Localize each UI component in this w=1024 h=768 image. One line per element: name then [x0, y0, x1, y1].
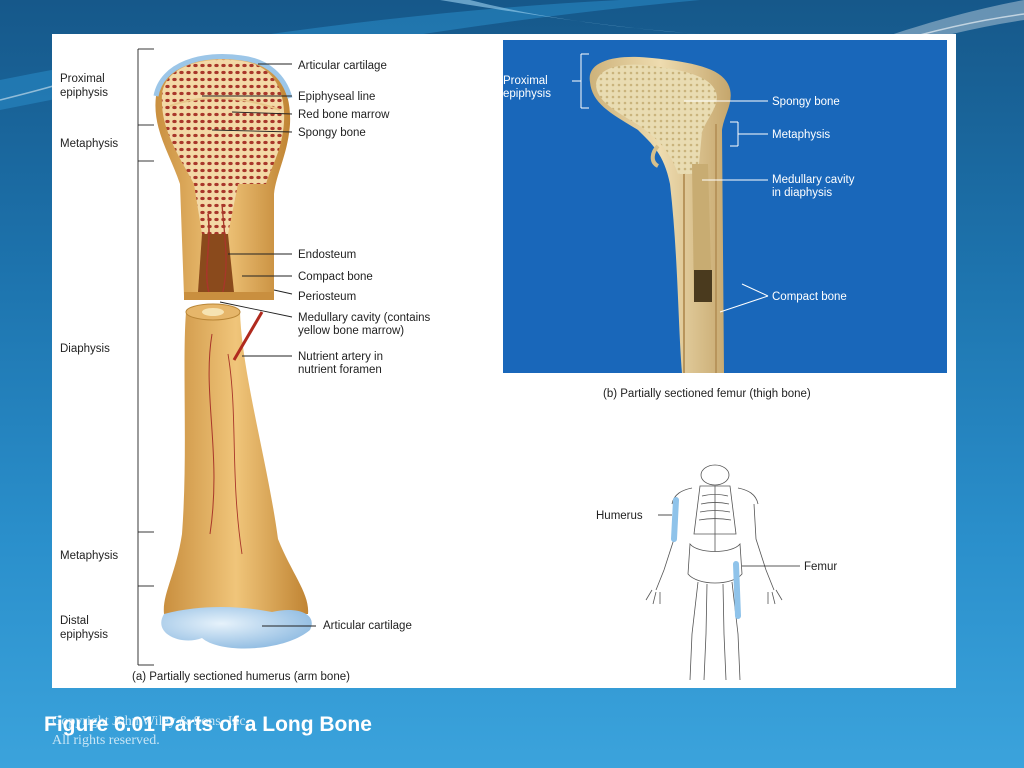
svg-text:epiphysis: epiphysis: [60, 87, 108, 99]
svg-text:Compact bone: Compact bone: [298, 271, 373, 283]
label-articular-cartilage-bottom: Articular cartilage: [323, 620, 412, 632]
figure-panel: Proximal epiphysis Metaphysis Diaphysis …: [52, 34, 956, 688]
copyright-line-2: All rights reserved.: [52, 733, 160, 748]
svg-text:(b) Partially sectioned femur: (b) Partially sectioned femur (thigh bon…: [603, 388, 811, 400]
svg-text:Metaphysis: Metaphysis: [60, 138, 118, 150]
label-compact-bone: Compact bone: [298, 271, 373, 283]
humerus-upper-section: [153, 54, 293, 300]
panel-a-leader-lines: [202, 63, 316, 627]
svg-text:Endosteum: Endosteum: [298, 249, 356, 261]
skeleton-inset: [645, 464, 800, 681]
label-endosteum: Endosteum: [298, 249, 356, 261]
label-medullary-cavity-2: yellow bone marrow): [298, 325, 404, 337]
svg-text:Distal: Distal: [60, 615, 89, 627]
svg-text:Compact bone: Compact bone: [772, 291, 847, 303]
svg-text:(a) Partially sectioned humeru: (a) Partially sectioned humerus (arm bon…: [132, 671, 350, 683]
label-femur-proximal-epiphysis-2: epiphysis: [503, 88, 551, 100]
svg-text:Proximal: Proximal: [503, 75, 548, 87]
label-red-bone-marrow: Red bone marrow: [298, 109, 390, 121]
region-bracket: [137, 48, 154, 666]
long-bone-figure: Proximal epiphysis Metaphysis Diaphysis …: [60, 40, 947, 683]
svg-text:Metaphysis: Metaphysis: [60, 550, 118, 562]
svg-text:Medullary cavity: Medullary cavity: [772, 174, 855, 186]
label-femur-medullary-cavity: Medullary cavity: [772, 174, 855, 186]
label-spongy-bone: Spongy bone: [298, 127, 366, 139]
label-proximal-epiphysis: Proximal: [60, 73, 105, 85]
femur-metaphysis-bracket: [730, 121, 768, 147]
label-femur-proximal-epiphysis: Proximal: [503, 75, 548, 87]
label-metaphysis-upper: Metaphysis: [60, 138, 118, 150]
label-femur-metaphysis: Metaphysis: [772, 129, 830, 141]
svg-text:Medullary cavity (contains: Medullary cavity (contains: [298, 312, 431, 324]
label-periosteum: Periosteum: [298, 291, 356, 303]
label-distal-epiphysis-2: epiphysis: [60, 629, 108, 641]
label-humerus: Humerus: [596, 510, 643, 522]
femur-photo: Proximal epiphysis Spongy bone Metaphysi…: [503, 40, 947, 373]
label-femur: Femur: [804, 561, 837, 573]
label-nutrient-artery: Nutrient artery in: [298, 351, 383, 363]
caption-panel-a: (a) Partially sectioned humerus (arm bon…: [132, 671, 350, 683]
svg-text:Humerus: Humerus: [596, 510, 643, 522]
label-distal-epiphysis: Distal: [60, 615, 89, 627]
copyright-notice: Copyright John Wiley & Sons, Inc. All ri…: [52, 712, 312, 750]
svg-text:Articular cartilage: Articular cartilage: [298, 60, 387, 72]
svg-text:Proximal: Proximal: [60, 73, 105, 85]
svg-text:in diaphysis: in diaphysis: [772, 187, 832, 199]
label-articular-cartilage-top: Articular cartilage: [298, 60, 387, 72]
label-medullary-cavity: Medullary cavity (contains: [298, 312, 431, 324]
svg-text:Periosteum: Periosteum: [298, 291, 356, 303]
humerus-lower-shaft: [161, 303, 312, 649]
label-metaphysis-lower: Metaphysis: [60, 550, 118, 562]
svg-text:Diaphysis: Diaphysis: [60, 343, 110, 355]
svg-text:Spongy bone: Spongy bone: [298, 127, 366, 139]
label-femur-medullary-cavity-2: in diaphysis: [772, 187, 832, 199]
caption-panel-b: (b) Partially sectioned femur (thigh bon…: [603, 388, 811, 400]
svg-text:Spongy bone: Spongy bone: [772, 96, 840, 108]
svg-text:Epiphyseal line: Epiphyseal line: [298, 91, 375, 103]
svg-text:Nutrient artery in: Nutrient artery in: [298, 351, 383, 363]
nutrient-artery: [232, 311, 264, 361]
svg-text:yellow bone marrow): yellow bone marrow): [298, 325, 404, 337]
label-femur-spongy-bone: Spongy bone: [772, 96, 840, 108]
label-nutrient-artery-2: nutrient foramen: [298, 364, 382, 376]
svg-text:epiphysis: epiphysis: [60, 629, 108, 641]
svg-text:Metaphysis: Metaphysis: [772, 129, 830, 141]
humerus-illustration: Proximal epiphysis Metaphysis Diaphysis …: [60, 48, 431, 683]
svg-text:Red bone marrow: Red bone marrow: [298, 109, 390, 121]
svg-text:epiphysis: epiphysis: [503, 88, 551, 100]
svg-text:nutrient foramen: nutrient foramen: [298, 364, 382, 376]
label-diaphysis: Diaphysis: [60, 343, 110, 355]
svg-text:Femur: Femur: [804, 561, 837, 573]
label-proximal-epiphysis-2: epiphysis: [60, 87, 108, 99]
label-femur-compact-bone: Compact bone: [772, 291, 847, 303]
copyright-line-1: Copyright John Wiley & Sons, Inc.: [52, 714, 250, 729]
svg-text:Articular cartilage: Articular cartilage: [323, 620, 412, 632]
label-epiphyseal-line: Epiphyseal line: [298, 91, 375, 103]
slide-title: Figure 6.01 Parts of a Long Bone: [44, 713, 372, 736]
femur-proximal-bracket: [572, 53, 589, 109]
